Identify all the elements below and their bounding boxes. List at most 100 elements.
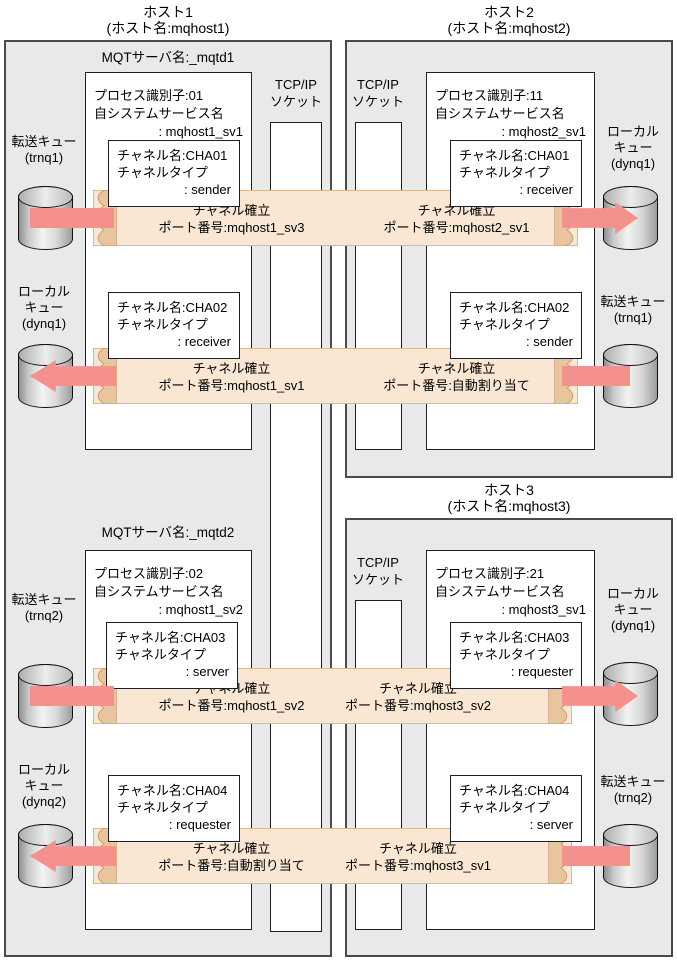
channel-type-label: チャネルタイプ [459,647,550,662]
port-number-label: ポート番号:mqhost1_sv1 [158,378,305,393]
channel-establish-label: チャネル確立 [379,681,457,696]
channel-establish-label: チャネル確立 [192,841,271,856]
tcpip-label-line2: ソケット [351,572,404,587]
channel-type-value: : server [185,664,229,679]
port-number-label: ポート番号:自動割り当て [158,858,305,873]
channel-text: チャネル名:CHA01 チャネルタイプ : sender [109,141,239,198]
port-number-label: ポート番号:mqhost2_sv1 [383,220,530,235]
queue-label-dynq1-host2: ローカル キュー (dynq1) [591,124,675,172]
service-name-value: : mqhost3_sv1 [501,602,586,617]
channel-establish-label: チャネル確立 [192,361,271,376]
channel-box-cha02-sender: チャネル名:CHA02 チャネルタイプ : sender [450,292,582,359]
channel-type-value: : requester [168,817,231,832]
channel-type-label: チャネルタイプ [117,800,208,815]
tcpip-socket-rect-host1 [270,122,322,932]
queue-name: (dynq1) [21,316,67,331]
channel-text: チャネル名:CHA04 チャネルタイプ : server [451,776,581,833]
channel-box-cha01-sender: チャネル名:CHA01 チャネルタイプ : sender [108,140,240,207]
channel-box-cha03-server: チャネル名:CHA03 チャネルタイプ : server [106,622,238,689]
queue-kind: 転送キュー [11,134,77,149]
process-id: プロセス識別子:21 [435,566,545,581]
channel-type-value: : sender [526,334,573,349]
channel-text: チャネル名:CHA04 チャネルタイプ : requester [109,776,239,833]
tcpip-socket-label-host1: TCP/IP ソケット [259,76,333,110]
port-number-label: ポート番号:mqhost3_sv1 [345,858,491,873]
queue-kind: ローカル [606,124,659,139]
channel-text: チャネル名:CHA02 チャネルタイプ : receiver [109,293,239,350]
queue-kind: 転送キュー [600,774,666,789]
queue-label-dynq1-host3: ローカル キュー (dynq1) [591,586,675,634]
channel-text: チャネル名:CHA01 チャネルタイプ : receiver [451,141,581,198]
flow-bar-trnq2-to-cha03-icon [30,686,114,706]
trnq1-host1-cylinder-icon [17,185,73,250]
channel-text: チャネル名:CHA02 チャネルタイプ : sender [451,293,581,350]
service-name-value: : mqhost1_sv2 [158,602,243,617]
mqt-server2-label: MQTサーバ名:_mqtd2 [101,525,235,540]
queue-name: (trnq2) [613,790,653,805]
channel-name: チャネル名:CHA02 [117,300,228,315]
channel-name: チャネル名:CHA01 [117,148,228,163]
band2-right-text: チャネル確立 ポート番号:自動割り当て [344,360,569,394]
queue-kind: ローカル [17,762,70,777]
channel-type-label: チャネルタイプ [459,800,550,815]
port-number-label: ポート番号:自動割り当て [383,378,530,393]
channel-type-value: : server [529,817,573,832]
queue-name: (trnq1) [24,150,64,165]
queue-name: (dynq2) [21,794,67,809]
process-02-text: プロセス識別子:02 自システムサービス名 : mqhost1_sv2 [86,551,251,619]
queue-label-trnq2-host3: 転送キュー (trnq2) [591,774,675,806]
flow-bar-trnq2-to-cha04-icon [562,846,630,866]
channel-type-label: チャネルタイプ [459,165,550,180]
channel-type-label: チャネルタイプ [117,165,208,180]
band4-left-text: チャネル確立 ポート番号:自動割り当て [119,840,344,874]
queue-kind: ローカル [17,284,70,299]
tcpip-label-line1: TCP/IP [357,77,399,92]
service-name-value: : mqhost2_sv1 [501,124,586,139]
process-id: プロセス識別子:01 [94,88,204,103]
process-01-text: プロセス識別子:01 自システムサービス名 : mqhost1_sv1 [86,73,251,141]
channel-box-cha03-requester: チャネル名:CHA03 チャネルタイプ : requester [450,622,582,689]
queue-label-trnq1-host1: 転送キュー (trnq1) [2,134,86,166]
channel-name: チャネル名:CHA03 [115,630,226,645]
queue-kind: キュー [613,602,653,617]
tcpip-socket-label-host3: TCP/IP ソケット [341,554,415,588]
queue-label-trnq1-host2: 転送キュー (trnq1) [591,294,675,326]
band3-right-text: チャネル確立 ポート番号:mqhost3_sv2 [322,680,514,714]
queue-name: (dynq1) [610,618,656,633]
channel-text: チャネル名:CHA03 チャネルタイプ : requester [451,623,581,680]
channel-name: チャネル名:CHA04 [459,783,570,798]
channel-name: チャネル名:CHA03 [459,630,570,645]
service-name-value: : mqhost1_sv1 [158,124,243,139]
queue-name: (trnq1) [613,310,653,325]
port-number-label: ポート番号:mqhost1_sv2 [158,698,305,713]
channel-establish-label: チャネル確立 [417,361,496,376]
port-number-label: ポート番号:mqhost1_sv3 [158,220,305,235]
queue-kind: 転送キュー [600,294,666,309]
host2-title: ホスト2 (ホスト名:mqhost2) [381,4,637,36]
host3-title-line2: (ホスト名:mqhost3) [447,498,571,514]
host2-title-line1: ホスト2 [484,4,534,20]
channel-box-cha02-receiver: チャネル名:CHA02 チャネルタイプ : receiver [108,292,240,359]
host3-title: ホスト3 (ホスト名:mqhost3) [381,482,637,514]
queue-name: (trnq2) [24,608,64,623]
host3-title-line1: ホスト3 [484,482,534,498]
channel-box-cha04-server: チャネル名:CHA04 チャネルタイプ : server [450,775,582,842]
channel-type-value: : receiver [177,334,231,349]
host1-title-line2: (ホスト名:mqhost1) [106,20,230,36]
band1-right-text: チャネル確立 ポート番号:mqhost2_sv1 [344,202,569,236]
tcpip-label-line2: ソケット [269,94,322,109]
queue-kind: キュー [613,140,653,155]
service-name-label: 自システムサービス名 [94,584,224,599]
tcpip-label-line1: TCP/IP [357,555,399,570]
mqt-server1-label: MQTサーバ名:_mqtd1 [101,50,235,65]
queue-kind: キュー [24,778,64,793]
channel-name: チャネル名:CHA02 [459,300,570,315]
host2-title-line2: (ホスト名:mqhost2) [447,20,571,36]
service-name-label: 自システムサービス名 [435,106,565,121]
tcpip-label-line2: ソケット [351,94,404,109]
channel-name: チャネル名:CHA01 [459,148,570,163]
queue-kind: ローカル [606,586,659,601]
band1-left-text: チャネル確立 ポート番号:mqhost1_sv3 [119,202,344,236]
queue-name: (dynq1) [610,156,656,171]
